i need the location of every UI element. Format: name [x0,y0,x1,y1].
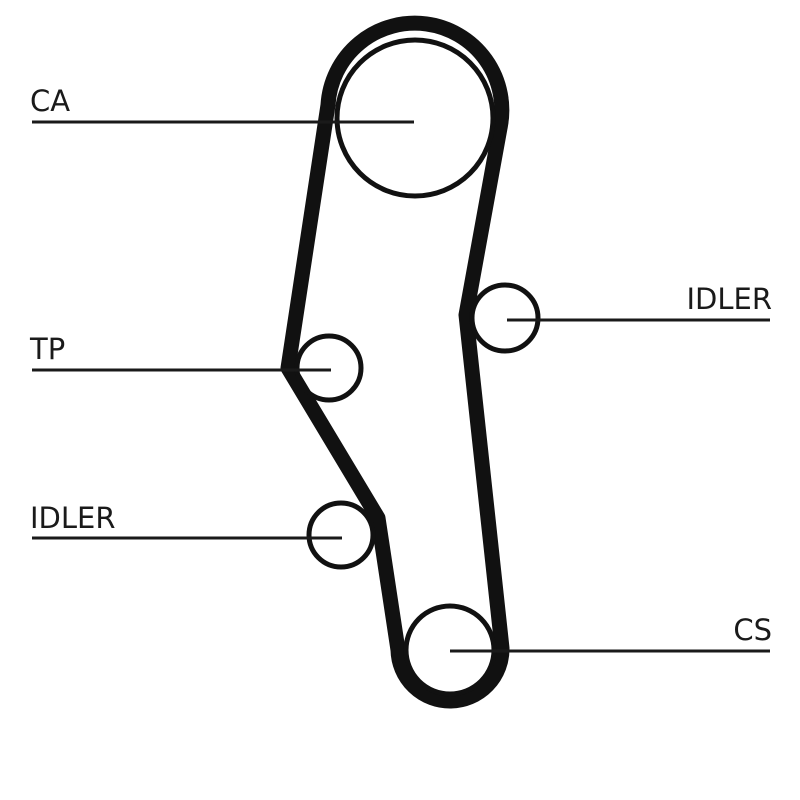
ca-label: CA [30,84,70,118]
cs-label: CS [733,613,772,647]
idler-right-label: IDLER [686,282,772,316]
camshaft-pulley [334,37,496,199]
tensioner-pulley [294,333,364,403]
idler-pulley-left [306,500,376,570]
idler-left-label: IDLER [30,501,116,535]
timing-belt [280,15,510,709]
tp-label: TP [29,332,65,366]
idler-pulley-right [469,282,541,354]
